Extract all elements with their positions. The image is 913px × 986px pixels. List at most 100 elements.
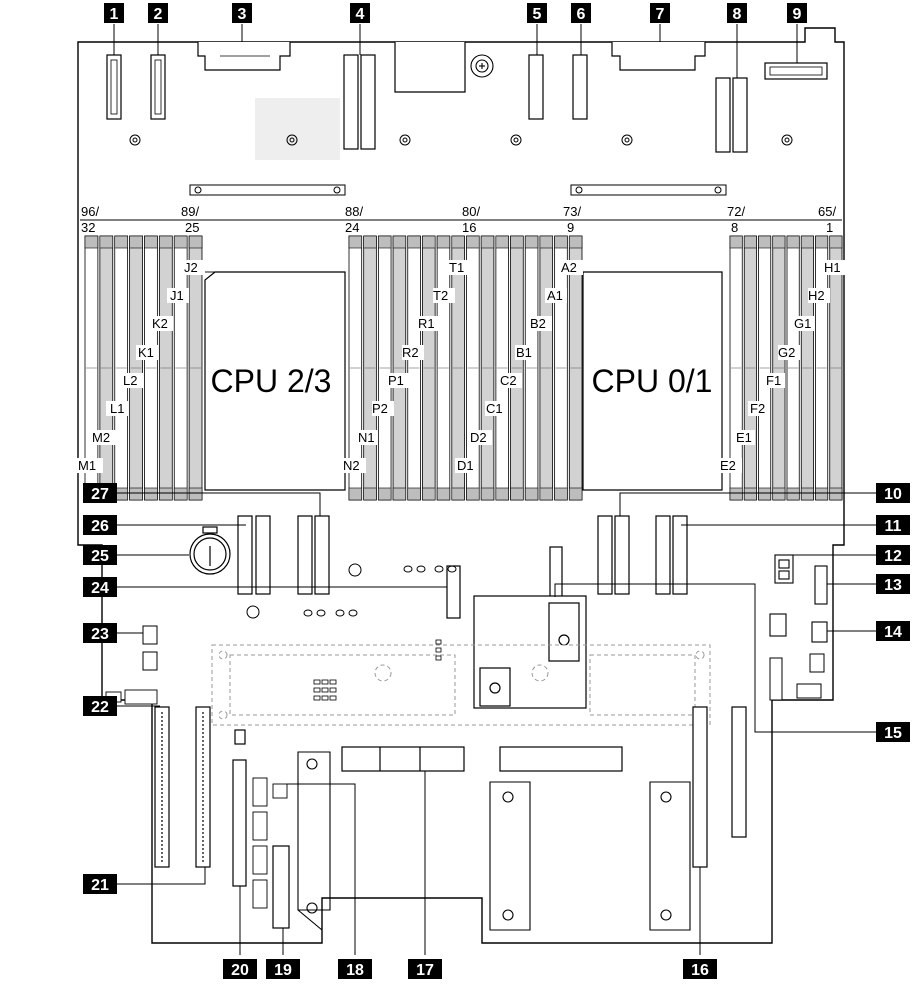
callout-badge-13: [876, 574, 910, 594]
slot-header-72: 72/: [727, 204, 745, 219]
dimm-latch: [524, 487, 539, 501]
callout-badge-27: [83, 483, 117, 503]
connector-6: [572, 54, 588, 120]
dimm-latch: [495, 487, 509, 501]
dashed-outline: [211, 644, 711, 726]
callout-label-25: 25: [91, 548, 109, 565]
dimm-label-l1: L1: [110, 401, 124, 416]
dimm-latch: [129, 235, 143, 249]
dimm-latch: [786, 487, 800, 501]
connector-5: [528, 54, 544, 120]
connector-1: [106, 54, 122, 120]
standoffs: [246, 563, 457, 619]
callout-label-3: 3: [238, 6, 247, 23]
callout-label-2: 2: [154, 6, 163, 23]
connector-10: [597, 515, 630, 595]
dimm-latch: [480, 487, 495, 501]
dimm-latch: [173, 235, 188, 249]
dimm-latch: [407, 235, 421, 249]
dimm-latch: [129, 487, 143, 501]
slot-header-73: 73/: [563, 204, 581, 219]
dimm-latch: [436, 487, 451, 501]
dimm-latch: [480, 235, 495, 249]
dimm-latch: [378, 487, 392, 501]
callout-badge-14: [876, 621, 910, 641]
dimm-latch: [159, 235, 173, 249]
dimm-label-k1: K1: [138, 345, 154, 360]
dimm-label-e1: E1: [736, 430, 752, 445]
dimm-latch: [392, 235, 407, 249]
connector-2: [150, 54, 166, 120]
connector-9: [764, 62, 828, 80]
callout-label-8: 8: [733, 6, 742, 23]
callout-label-9: 9: [793, 6, 802, 23]
callout-badge-21: [83, 874, 117, 894]
slot-header-1: 1: [826, 220, 833, 235]
callout-badge-15: [876, 722, 910, 742]
callout-label-21: 21: [91, 877, 109, 894]
dimm-label-a2: A2: [561, 260, 577, 275]
callout-badge-2: [148, 3, 168, 23]
callout-label-24: 24: [91, 580, 109, 597]
mounting-holes-top: [129, 134, 793, 146]
slot-header-89: 89/: [181, 204, 199, 219]
connector-15: [549, 546, 563, 598]
dimm-label-p2: P2: [372, 401, 388, 416]
dimm-label-n2: N2: [343, 458, 360, 473]
callout-badge-8: [727, 3, 747, 23]
slot-header-9: 9: [567, 220, 574, 235]
dimm-latch: [829, 235, 843, 249]
callout-label-1: 1: [110, 6, 119, 23]
connector-26: [237, 515, 271, 595]
dimm-latch: [554, 235, 568, 249]
dimm-label-a1: A1: [547, 288, 563, 303]
slot-header-25: 25: [185, 220, 199, 235]
callout-label-26: 26: [91, 518, 109, 535]
dimm-latch: [772, 487, 786, 501]
callout-label-15: 15: [884, 725, 902, 742]
dimm-latch: [569, 487, 583, 501]
dimm-latch: [772, 235, 786, 249]
callout-label-7: 7: [656, 6, 665, 23]
callout-badge-22: [83, 696, 117, 716]
slot-header-88: 88/: [345, 204, 363, 219]
dimm-latch: [510, 235, 524, 249]
dimm-label-d1: D1: [457, 458, 474, 473]
connector-8: [715, 77, 748, 153]
callout-badge-5: [527, 3, 547, 23]
dimm-latch: [466, 235, 480, 249]
dimm-latch: [436, 235, 451, 249]
callout-badge-4: [350, 3, 370, 23]
callout-label-22: 22: [91, 699, 109, 716]
callout-badge-24: [83, 577, 117, 597]
callout-label-13: 13: [884, 577, 902, 594]
dimm-label-g2: G2: [778, 345, 795, 360]
cpu-right-outline: [582, 271, 723, 491]
dimm-latch: [348, 487, 362, 501]
connector-17: [341, 746, 623, 772]
dimm-latch: [569, 235, 583, 249]
dimm-label-h1: H1: [824, 260, 841, 275]
connector-13: [814, 565, 828, 605]
dimm-latch: [743, 487, 757, 501]
connector-22: [154, 706, 170, 868]
callout-label-5: 5: [533, 6, 542, 23]
connector-7: [611, 42, 706, 71]
dimm-label-j1: J1: [170, 288, 184, 303]
dimm-latch: [114, 235, 128, 249]
dimm-label-d2: D2: [470, 430, 487, 445]
dimm-label-g1: G1: [794, 316, 811, 331]
slot-header-24: 24: [345, 220, 359, 235]
callout-badge-3: [232, 3, 252, 23]
dimm-label-h2: H2: [808, 288, 825, 303]
connector-21: [195, 706, 211, 868]
dimm-label-t2: T2: [433, 288, 448, 303]
dimm-label-b1: B1: [516, 345, 532, 360]
callout-badge-10: [876, 483, 910, 503]
connector-27: [297, 515, 330, 595]
connector-12: [774, 554, 794, 584]
dimm-label-k2: K2: [152, 316, 168, 331]
dimm-latch: [539, 235, 553, 249]
dimm-latch: [743, 235, 757, 249]
